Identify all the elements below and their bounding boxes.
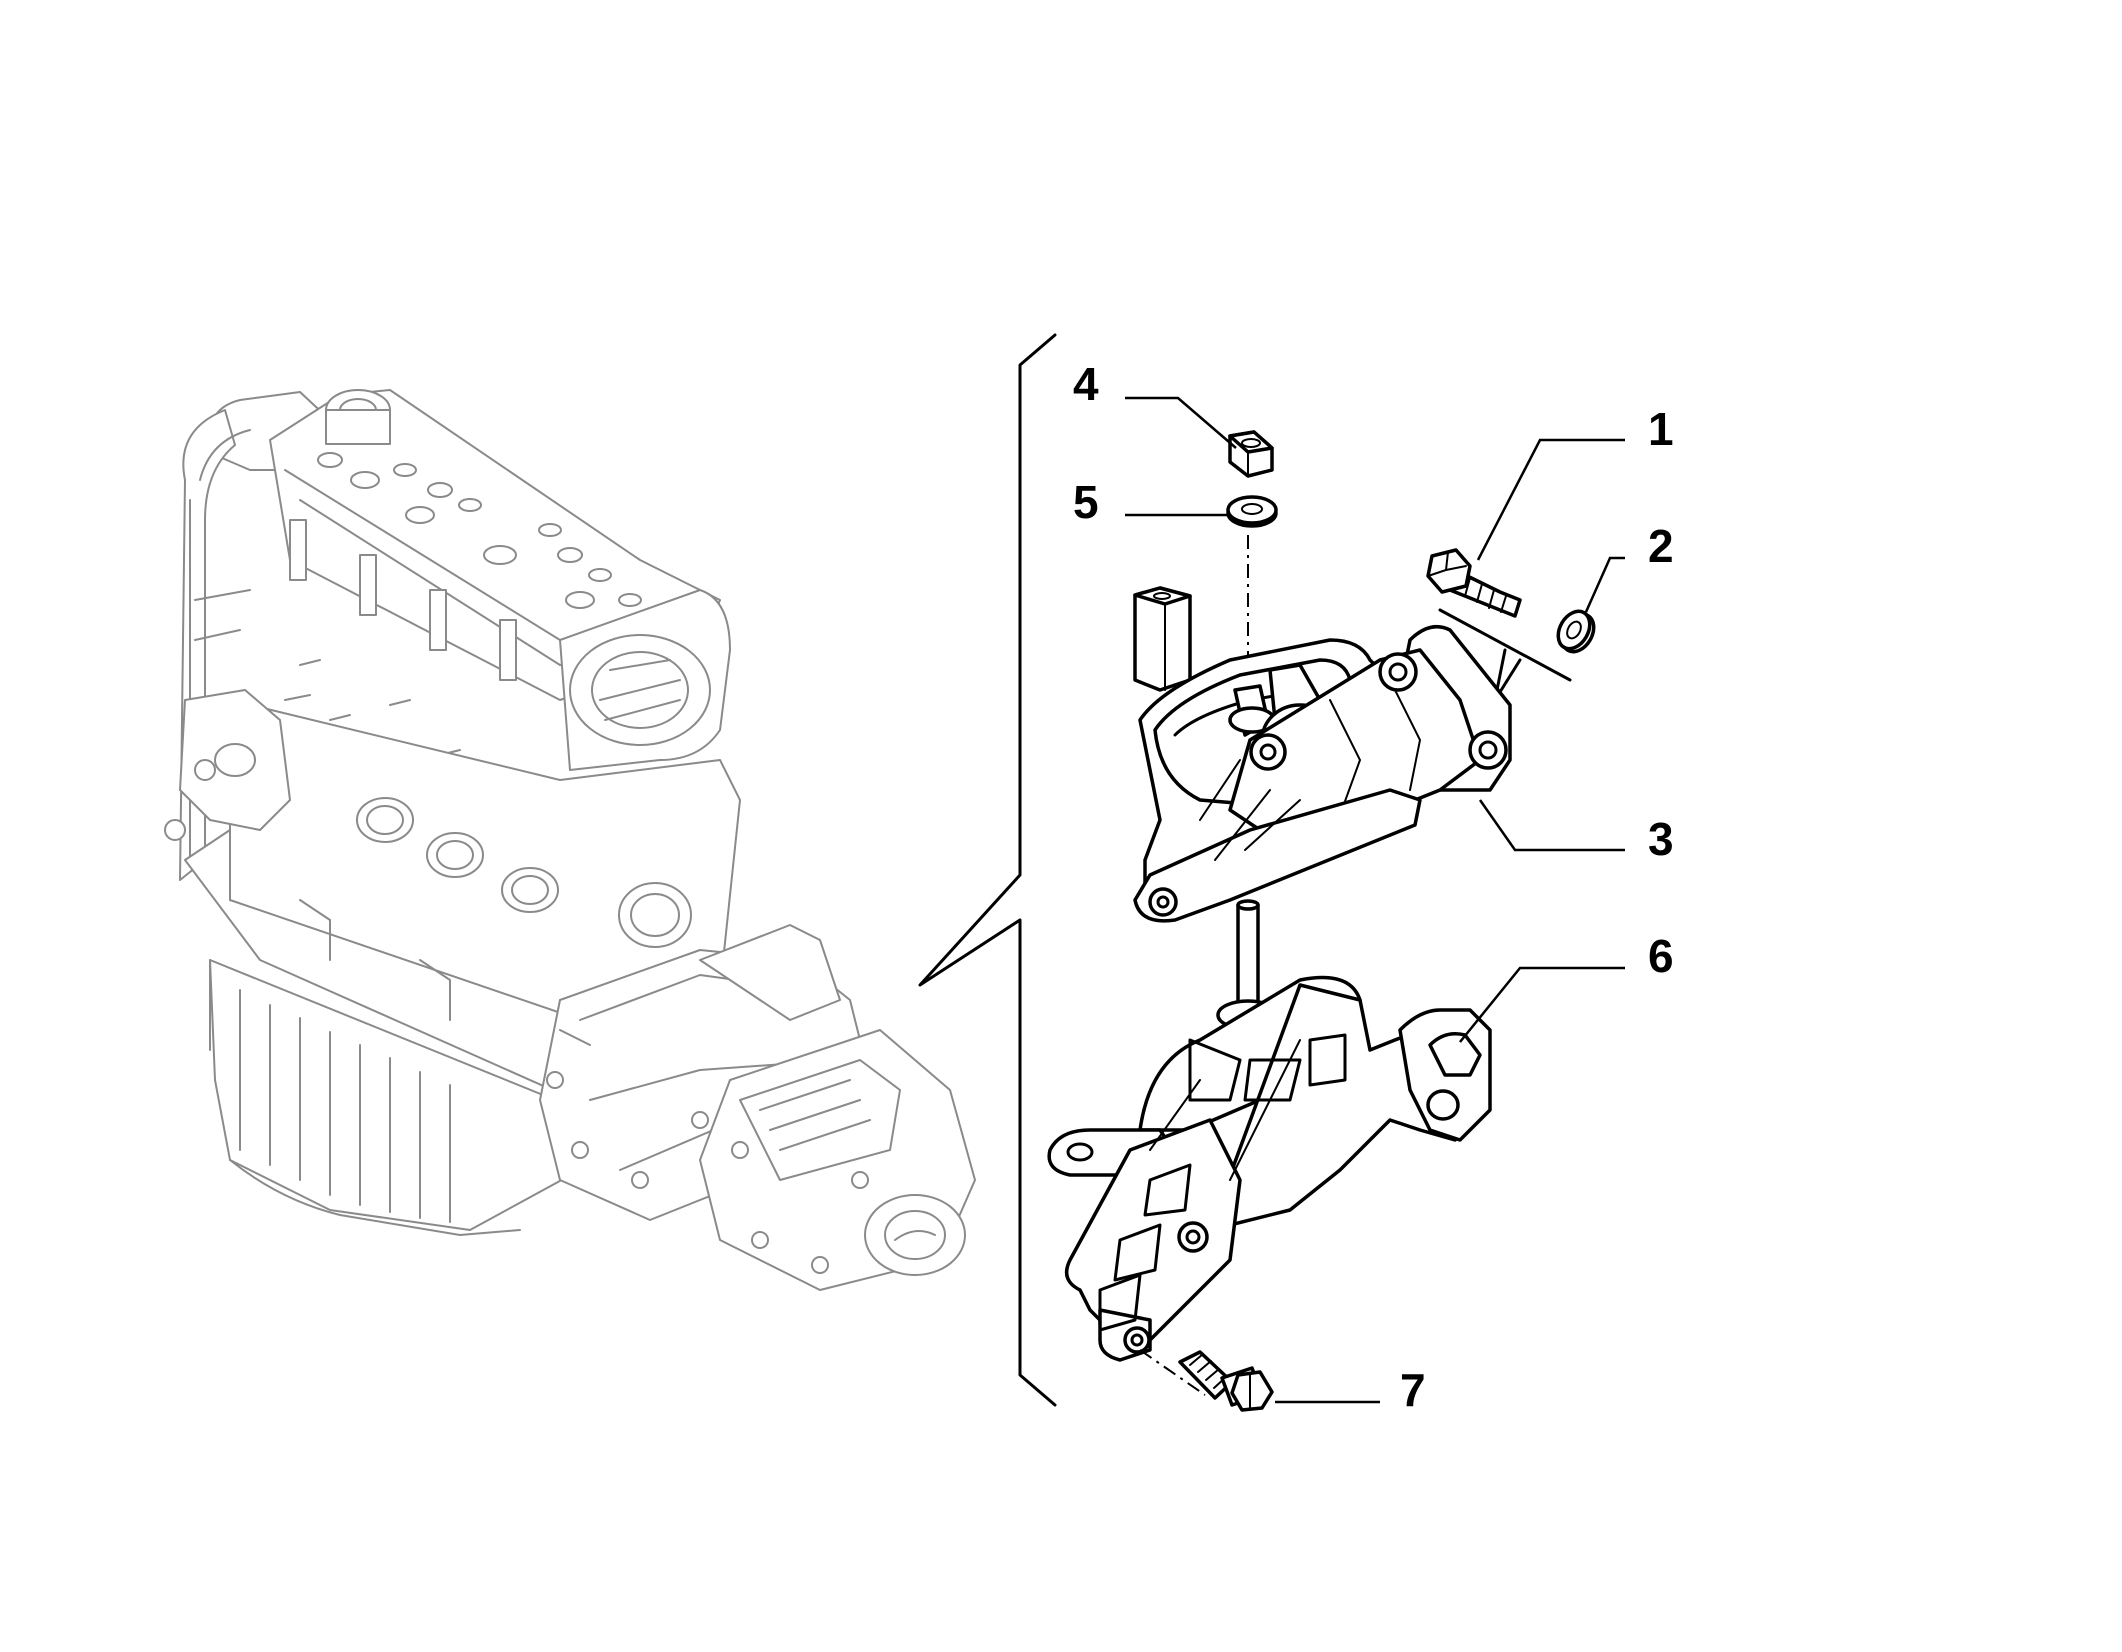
callout-3: 3 — [1648, 813, 1674, 865]
engine-gearbox-illustration — [164, 389, 976, 1291]
part-side-washer — [1556, 609, 1596, 654]
part-flange-bolt — [1178, 1350, 1274, 1412]
bolt-axis-line — [1139, 1349, 1206, 1396]
part-support-bracket — [1047, 899, 1492, 1362]
callout-6: 6 — [1648, 930, 1674, 982]
part-engine-mount — [1133, 586, 1512, 923]
leader-lines — [1125, 396, 1625, 1404]
callout-7: 7 — [1400, 1364, 1426, 1416]
part-washer — [1226, 495, 1278, 528]
callout-4: 4 — [1073, 358, 1099, 410]
callout-labels: 1 2 3 4 5 6 7 — [1073, 358, 1674, 1416]
part-bolt — [1426, 548, 1522, 618]
callout-5: 5 — [1073, 476, 1099, 528]
part-nut — [1228, 430, 1274, 478]
callout-1: 1 — [1648, 403, 1674, 455]
assembly-scope-bracket — [918, 333, 1057, 1407]
callout-2: 2 — [1648, 520, 1674, 572]
